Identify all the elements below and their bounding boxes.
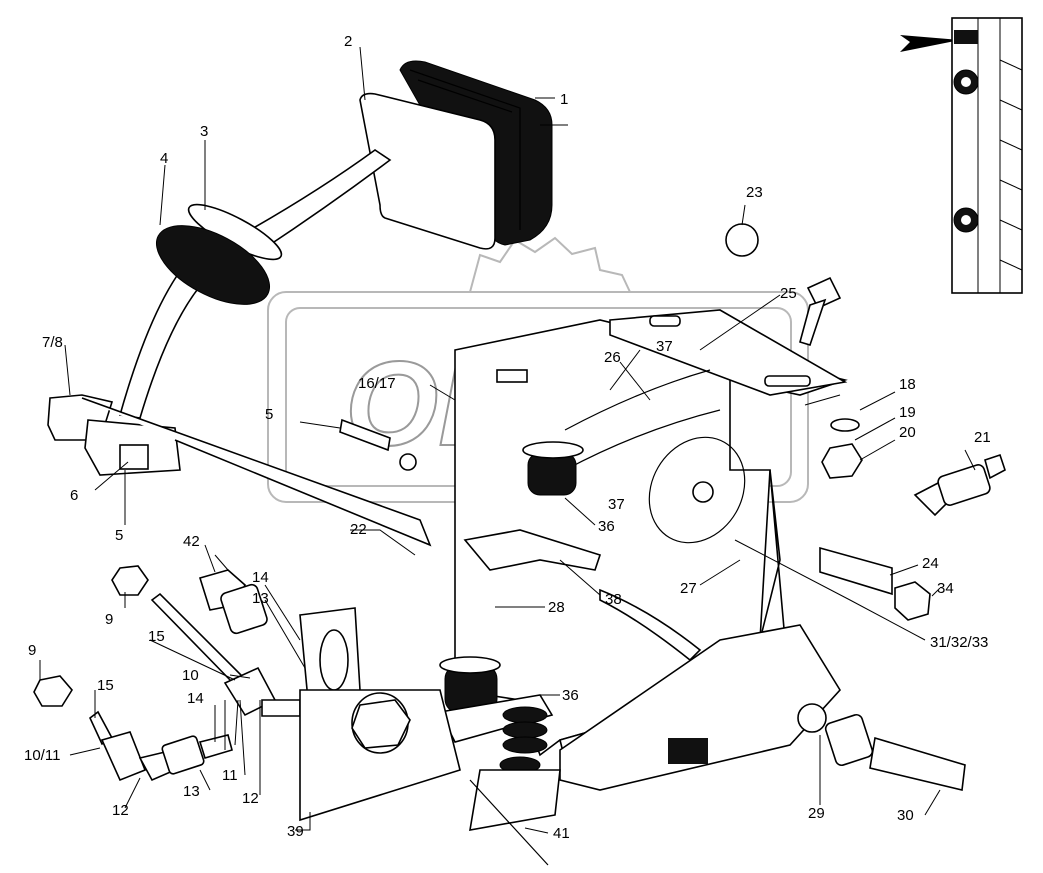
pedal-arm bbox=[47, 149, 432, 547]
callout-10-11: 10/11 bbox=[24, 747, 60, 764]
callout-41: 41 bbox=[553, 825, 570, 842]
callout-18: 18 bbox=[899, 376, 916, 393]
callout-25: 25 bbox=[780, 285, 797, 302]
callout-30: 30 bbox=[897, 807, 914, 824]
callout-37-lower: 37 bbox=[608, 496, 625, 513]
callout-34: 34 bbox=[937, 580, 954, 597]
callout-24: 24 bbox=[922, 555, 939, 572]
callout-26: 26 bbox=[604, 349, 621, 366]
callout-4: 4 bbox=[160, 150, 168, 167]
callout-20: 20 bbox=[899, 424, 916, 441]
callout-23: 23 bbox=[746, 184, 763, 201]
callout-42: 42 bbox=[183, 533, 200, 550]
callout-2: 2 bbox=[344, 33, 352, 50]
callout-39: 39 bbox=[287, 823, 304, 840]
spring-assembly bbox=[438, 369, 721, 866]
callout-5-upper: 5 bbox=[265, 406, 273, 423]
callout-15-upper: 15 bbox=[148, 628, 165, 645]
callout-12-left: 12 bbox=[112, 802, 129, 819]
callout-1: 1 bbox=[560, 91, 568, 108]
callout-9-upper: 9 bbox=[105, 611, 113, 628]
callout-10: 10 bbox=[182, 667, 199, 684]
leader-lines bbox=[39, 46, 976, 834]
callout-36-lower: 36 bbox=[562, 687, 579, 704]
vehicle-locator-inset bbox=[900, 17, 1023, 294]
callout-13-lower: 13 bbox=[183, 783, 200, 800]
callout-9-lower: 9 bbox=[28, 642, 36, 659]
callout-7-8: 7/8 bbox=[42, 334, 63, 351]
callout-labels: 1 2 3 4 5 5 6 7/8 9 9 10 10/11 11 12 12 … bbox=[24, 33, 991, 842]
callout-29: 29 bbox=[808, 805, 825, 822]
callout-11: 11 bbox=[222, 767, 238, 784]
switch-and-pin bbox=[339, 223, 1006, 621]
callout-21: 21 bbox=[974, 429, 991, 446]
callout-36-upper: 36 bbox=[598, 518, 615, 535]
callout-19: 19 bbox=[899, 404, 916, 421]
callout-38: 38 bbox=[605, 591, 622, 608]
callout-14-lower: 14 bbox=[187, 690, 204, 707]
hydraulic-fittings bbox=[33, 565, 461, 822]
callout-37-upper: 37 bbox=[656, 338, 673, 355]
callout-6: 6 bbox=[70, 487, 78, 504]
callout-22: 22 bbox=[350, 521, 367, 538]
callout-27: 27 bbox=[680, 580, 697, 597]
callout-5-lower: 5 bbox=[115, 527, 123, 544]
callout-16-17: 16/17 bbox=[358, 375, 396, 392]
lower-lever bbox=[559, 588, 966, 791]
callout-28: 28 bbox=[548, 599, 565, 616]
pedal-pad bbox=[359, 60, 553, 250]
callout-15-lower: 15 bbox=[97, 677, 114, 694]
callout-12-right: 12 bbox=[242, 790, 259, 807]
callout-13-upper: 13 bbox=[252, 590, 269, 607]
callout-3: 3 bbox=[200, 123, 208, 140]
callout-14-upper: 14 bbox=[252, 569, 269, 586]
callout-31-32-33: 31/32/33 bbox=[930, 634, 988, 651]
